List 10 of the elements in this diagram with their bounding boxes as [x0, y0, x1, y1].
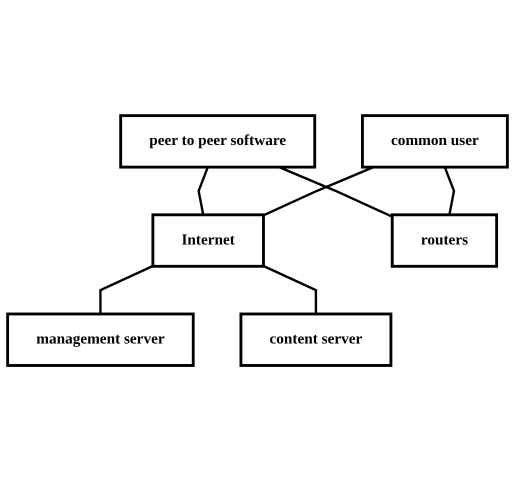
node-box: management server: [6, 312, 195, 367]
node-box: Internet: [151, 213, 265, 268]
connector: [197, 166, 209, 215]
node-box: routers: [390, 213, 498, 268]
node-box: peer to peer software: [119, 114, 316, 168]
node-box: common user: [361, 114, 509, 168]
connector: [444, 166, 456, 215]
connector: [99, 264, 154, 314]
connector: [262, 264, 318, 314]
node-box: content server: [239, 312, 392, 367]
